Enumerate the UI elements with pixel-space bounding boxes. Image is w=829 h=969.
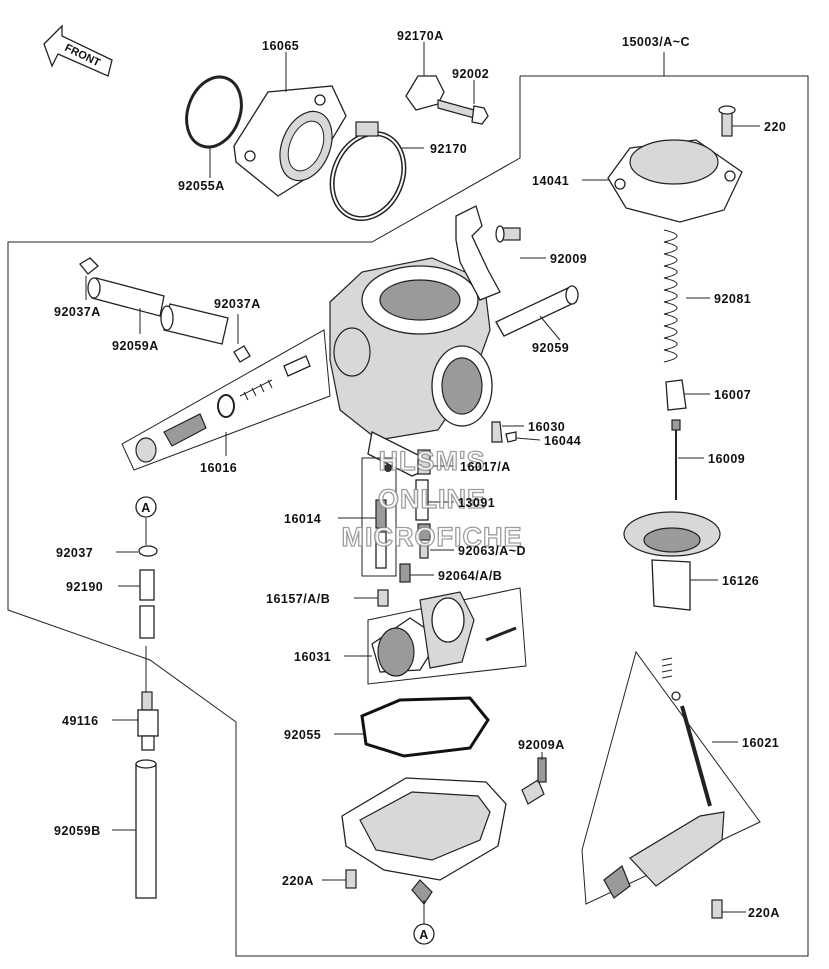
carburetor-holder-16065 [233,85,347,197]
starter-plunger-16021 [581,650,761,905]
clip-92037A-right [233,345,251,363]
jet-needle-16009 [671,419,681,500]
callout-14041: 14041 [532,174,569,188]
callout-92059B: 92059B [54,824,101,838]
screw-220A-left [345,869,357,889]
diagram-frame [7,52,809,957]
jet-13091 [415,479,429,521]
fitting-49116 [137,691,159,751]
callout-13091: 13091 [458,496,495,510]
callout-16157: 16157/A/B [266,592,330,606]
svg-text:A: A [141,501,151,515]
callout-labels: 16065 92170A 15003/A~C 92002 220 92170 9… [54,29,786,920]
callout-92190: 92190 [66,580,103,594]
drain-screw-92009A [521,757,547,805]
callout-16017: 16017/A [460,460,511,474]
watermark-line-3: MICROFICHE [342,522,523,552]
callout-16030: 16030 [528,420,565,434]
callout-92170A: 92170A [397,29,444,43]
callout-92037A-right: 92037A [214,297,261,311]
jet-92063 [417,523,431,559]
clamp-bracket-92170A [405,75,445,111]
jet-16030 [491,421,503,443]
callout-92059A: 92059A [112,339,159,353]
clamp-92170 [329,121,407,222]
callout-16021: 16021 [742,736,779,750]
callout-92055A: 92055A [178,179,225,193]
tube-92059B [135,759,157,899]
svg-text:A: A [419,928,429,942]
ref-marker-a-bottom: A [413,923,435,945]
gasket-92055 [360,696,490,758]
callout-92170: 92170 [430,142,467,156]
callout-220A-left: 220A [282,874,314,888]
jet-16157 [377,589,389,607]
callout-92002: 92002 [452,67,489,81]
callout-49116: 49116 [62,714,99,728]
screw-220 [718,105,736,137]
carburetor-body [329,257,493,477]
tube-92059A [87,277,229,345]
callout-16065: 16065 [262,39,299,53]
jet-16014 [375,499,387,569]
jet-92064 [399,563,411,583]
float-bowl [341,777,507,905]
valve-assembly-16016 [121,329,331,471]
jet-16017 [384,449,431,475]
callout-16044: 16044 [544,434,581,448]
callout-92009A: 92009A [518,738,565,752]
spring-92081 [663,229,678,363]
tube-92059 [495,285,579,337]
callout-16007: 16007 [714,388,751,402]
callout-92063: 92063/A~D [458,544,526,558]
watermark: HLSM'S ONLINE MICROFICHE [341,445,523,552]
o-ring-92055A [185,75,243,149]
callout-16031: 16031 [294,650,331,664]
sleeve-92190 [139,569,155,639]
callout-92037A-left: 92037A [54,305,101,319]
ref-marker-a-top: A [135,496,157,518]
screw-92009 [495,225,521,243]
washer-16044 [505,431,517,443]
callout-16009: 16009 [708,452,745,466]
front-arrow-icon: FRONT [43,24,113,77]
callout-92009: 92009 [550,252,587,266]
callout-16014: 16014 [284,512,321,526]
clip-92037A-left [79,257,99,275]
screw-220A-right [711,899,723,919]
callout-92064: 92064/A/B [438,569,502,583]
callout-220A-right: 220A [748,906,780,920]
diaphragm-16126 [623,511,721,611]
leader-lines [85,42,760,924]
callout-16126: 16126 [722,574,759,588]
callout-220: 220 [764,120,786,134]
throttle-assembly-16031 [367,587,527,685]
callout-92037: 92037 [56,546,93,560]
callout-15003: 15003/A~C [622,35,690,49]
watermark-line-2: ONLINE [378,484,486,514]
callout-16016: 16016 [200,461,237,475]
bracket-92009 [455,205,501,301]
watermark-line-1: HLSM'S [379,446,486,476]
callout-92081: 92081 [714,292,751,306]
callout-92059: 92059 [532,341,569,355]
needle-holder-16007 [665,379,687,411]
top-cover-14041 [607,139,743,223]
jet-box [361,457,397,577]
clip-92037 [138,545,158,557]
callout-92055: 92055 [284,728,321,742]
bolt-92002 [437,99,489,125]
